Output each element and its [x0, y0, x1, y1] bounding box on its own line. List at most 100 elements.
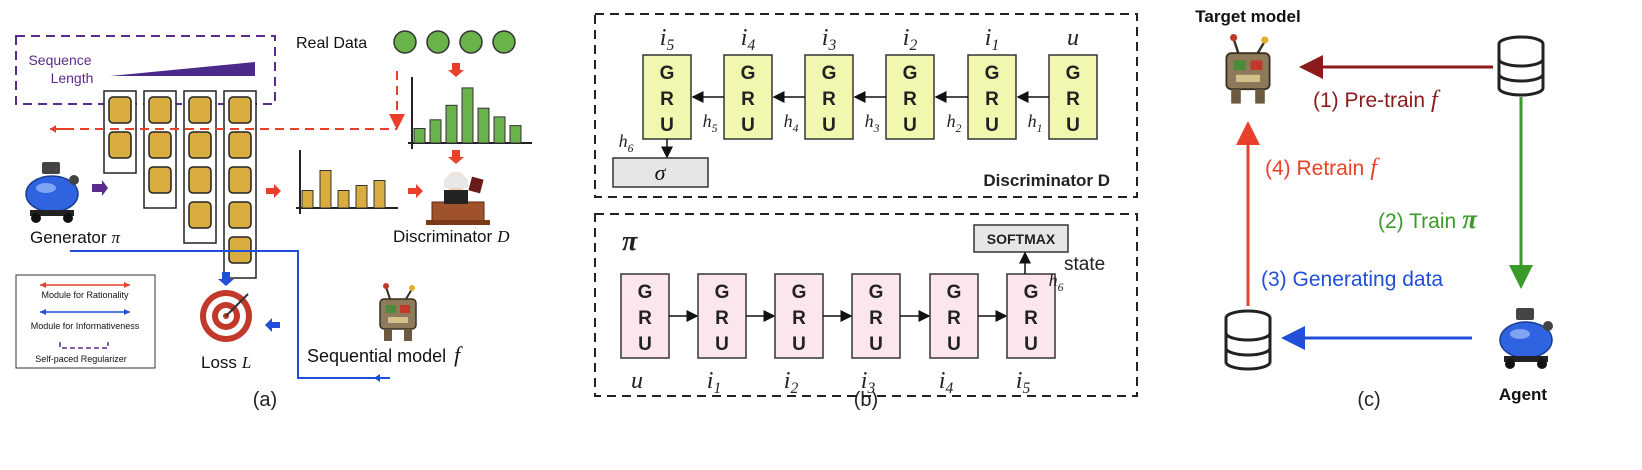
loss-left-arrow-icon — [265, 318, 280, 332]
policy-input-label: i3 — [861, 368, 876, 397]
gru-letter: R — [822, 89, 836, 110]
token — [228, 166, 252, 194]
gru-letter: R — [985, 89, 999, 110]
gru-letter: U — [1066, 115, 1080, 136]
judge-icon — [426, 172, 490, 225]
gru-letter: G — [1066, 63, 1081, 84]
robot-icon — [379, 282, 417, 342]
discriminator-title: Discriminator D — [983, 171, 1110, 190]
gru-cell: GRU — [804, 54, 854, 140]
gru-letter: G — [822, 63, 837, 84]
svg-text:Self-paced Regularizer: Self-paced Regularizer — [35, 354, 127, 364]
disc-input-label: i4 — [741, 25, 756, 54]
legend-rationality: Module for Rationality — [40, 282, 130, 300]
histogram-bar — [445, 104, 458, 144]
gru-letter: R — [947, 308, 961, 329]
gru-letter: U — [947, 334, 961, 355]
token — [148, 96, 172, 124]
histogram-bar — [477, 107, 490, 144]
generator-arrow-icon — [92, 180, 108, 196]
to-histogram-arrow-icon — [266, 184, 281, 198]
histogram-bar — [319, 170, 332, 209]
token — [228, 96, 252, 124]
panel-b: GRUuh1GRUi1h2GRUi2h3GRUi3h4GRUi4h5GRUi5h… — [594, 13, 1138, 411]
gru-cell: GRU — [774, 273, 824, 359]
rationality-arrow-icon — [50, 125, 66, 133]
gru-cell: GRU — [642, 54, 692, 140]
sequence-length-label-1: Sequence — [28, 52, 91, 68]
target-model-label: Target model — [1195, 7, 1300, 26]
state-label: state — [1064, 254, 1105, 275]
gru-letter: G — [903, 63, 918, 84]
gru-cell: GRU — [967, 54, 1017, 140]
token — [228, 201, 252, 229]
gru-letter: G — [741, 63, 756, 84]
gru-letter: G — [792, 282, 807, 303]
discriminator-network: GRUuh1GRUi1h2GRUi2h3GRUi3h4GRUi4h5GRUi5h… — [619, 25, 1098, 159]
gru-letter: U — [741, 115, 755, 136]
svg-text:Module for Rationality: Module for Rationality — [41, 290, 129, 300]
gru-letter: G — [715, 282, 730, 303]
gru-letter: U — [792, 334, 806, 355]
gru-letter: R — [638, 308, 652, 329]
legend-regularizer: Self-paced Regularizer — [35, 342, 127, 364]
gru-letter: R — [660, 89, 674, 110]
gru-letter: R — [741, 89, 755, 110]
token — [148, 166, 172, 194]
disc-input-label: i3 — [822, 25, 837, 54]
step3-label: (3) Generating data — [1261, 268, 1443, 291]
target-icon — [200, 290, 252, 342]
policy-input-label: i1 — [707, 368, 721, 397]
histogram-bar — [493, 116, 506, 144]
agent-icon — [1499, 307, 1554, 370]
histogram-bar — [509, 125, 522, 144]
token-columns — [103, 90, 257, 279]
sequence-length-label-2: Length — [51, 70, 94, 86]
token — [108, 96, 132, 124]
gru-letter: G — [985, 63, 1000, 84]
histogram-down-arrow-icon — [448, 150, 464, 164]
generator-icon — [25, 161, 80, 224]
disc-hidden-label: h3 — [865, 111, 880, 135]
softmax-label: SOFTMAX — [987, 231, 1056, 247]
gru-letter: R — [1066, 89, 1080, 110]
gru-cell: GRU — [697, 273, 747, 359]
gru-cell: GRU — [620, 273, 670, 359]
gru-cell: GRU — [723, 54, 773, 140]
policy-hidden-label: h6 — [1049, 270, 1064, 294]
histogram-bar — [337, 190, 350, 209]
gru-letter: R — [792, 308, 806, 329]
gru-letter: U — [903, 115, 917, 136]
histogram-bar — [355, 185, 368, 209]
policy-input-label: i2 — [784, 368, 799, 397]
loss-down-arrow-icon — [218, 272, 234, 286]
gru-letter: R — [715, 308, 729, 329]
token — [188, 131, 212, 159]
informativeness-arrow-icon — [374, 374, 390, 382]
legend-informativeness: Module for Informativeness — [31, 309, 140, 331]
svg-text:Module for Informativeness: Module for Informativeness — [31, 321, 140, 331]
gru-cell: GRU — [1048, 54, 1098, 140]
gru-letter: U — [715, 334, 729, 355]
real-histogram — [408, 77, 532, 149]
gru-cell: GRU — [885, 54, 935, 140]
histogram-bar — [301, 190, 314, 209]
gru-letter: G — [638, 282, 653, 303]
token — [148, 131, 172, 159]
token — [228, 131, 252, 159]
caption-c: (c) — [1357, 389, 1380, 411]
disc-input-label: i5 — [660, 25, 675, 54]
gru-cell: GRU — [851, 273, 901, 359]
top-database-icon — [1497, 35, 1545, 97]
policy-input-label: i5 — [1016, 368, 1031, 397]
disc-hidden-label: h6 — [619, 131, 634, 155]
bottom-database-icon — [1224, 309, 1272, 371]
